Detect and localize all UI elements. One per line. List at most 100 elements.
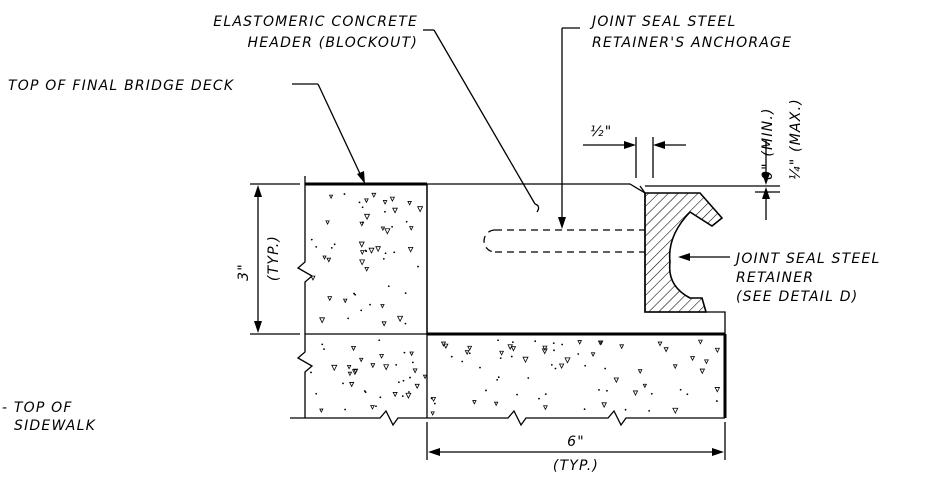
aggregate-dot [496, 378, 499, 381]
aggregate-mark [379, 354, 385, 359]
aggregate-mark [380, 304, 385, 309]
aggregate-mark [601, 402, 607, 408]
aggregate-dot [405, 220, 408, 223]
aggregate-mark [440, 341, 447, 347]
aggregate-dot [310, 238, 313, 241]
aggregate-dot [330, 246, 333, 249]
label-min: 0" (MIN.) [760, 107, 776, 180]
aggregate-dot [430, 397, 433, 400]
aggregate-dot [433, 402, 436, 405]
aggregate-mark [368, 247, 375, 254]
aggregate-dot [379, 396, 382, 399]
aggregate-mark [371, 192, 377, 198]
leader-elastomeric [423, 29, 540, 213]
aggregate-marks-lower [310, 339, 721, 416]
aggregate-dot [516, 393, 518, 396]
aggregate-dot [395, 363, 398, 366]
label-max: ¼" (MAX.) [788, 98, 804, 180]
aggregate-dot [561, 343, 564, 346]
aggregate-dot [534, 340, 537, 343]
aggregate-mark [382, 200, 388, 205]
aggregate-dot [397, 381, 400, 384]
aggregate-mark [363, 213, 371, 221]
aggregate-mark [542, 345, 548, 351]
aggregate-dot [552, 342, 555, 345]
aggregate-mark [703, 359, 709, 365]
aggregate-mark [417, 206, 424, 213]
aggregate-dot [583, 408, 586, 411]
aggregate-dot [409, 376, 411, 379]
aggregate-mark [349, 382, 355, 388]
aggregate-dot [461, 360, 464, 363]
aggregate-dot [315, 245, 318, 248]
aggregate-dot [401, 395, 404, 398]
aggregate-dot [648, 409, 651, 412]
aggregate-mark [657, 341, 663, 347]
aggregate-dot [417, 265, 419, 268]
aggregate-dot [598, 389, 600, 391]
label-6-inch: 6" [567, 434, 585, 450]
aggregate-mark [632, 390, 639, 397]
aggregate-mark [405, 392, 412, 399]
aggregate-dot [354, 293, 357, 296]
label-typ-left: (TYP.) [266, 235, 282, 281]
aggregate-mark [327, 296, 333, 302]
aggregate-dot [378, 339, 381, 342]
aggregate-dot [650, 392, 653, 395]
aggregate-dot [527, 377, 530, 379]
aggregate-dot [369, 303, 371, 306]
aggregate-dot [499, 357, 502, 359]
label-typ-bottom: (TYP.) [553, 458, 599, 474]
aggregate-mark [697, 339, 703, 345]
aggregate-mark [672, 407, 679, 415]
joint-seal-steel-retainer [639, 185, 724, 313]
aggregate-dot [538, 397, 540, 400]
aggregate-dot [554, 367, 557, 370]
aggregate-dot [384, 252, 387, 255]
aggregate-mark [414, 383, 420, 390]
aggregate-dot [479, 366, 481, 369]
aggregate-mark [370, 405, 375, 410]
aggregate-dot [404, 292, 407, 295]
aggregate-mark [380, 226, 386, 232]
aggregate-mark [422, 374, 428, 380]
aggregate-dot [342, 382, 344, 385]
aggregate-mark [522, 356, 529, 364]
aggregate-mark [319, 408, 324, 414]
aggregate-mark [364, 266, 370, 272]
aggregate-mark [499, 350, 505, 356]
label-3-inch: 3" [236, 263, 252, 281]
aggregate-mark [342, 298, 348, 304]
aggregate-mark [319, 317, 326, 324]
aggregate-mark [359, 259, 366, 266]
label-retainer-2: RETAINER [736, 270, 814, 286]
aggregate-dot [365, 250, 368, 253]
aggregate-mark [542, 405, 548, 411]
aggregate-mark [351, 369, 358, 376]
aggregate-mark [431, 396, 437, 403]
aggregate-dot [361, 206, 364, 209]
label-elastomeric-2: HEADER (BLOCKOUT) [248, 35, 418, 51]
label-retainer-1: JOINT SEAL STEEL [733, 251, 880, 267]
label-sidewalk-1: - TOP OF [2, 400, 73, 416]
aggregate-mark [541, 348, 548, 355]
label-elastomeric-1: ELASTOMERIC CONCRETE [213, 14, 418, 30]
aggregate-dot [686, 393, 689, 396]
aggregate-dot [323, 348, 325, 351]
aggregate-dot [360, 309, 363, 312]
aggregate-mark [328, 194, 334, 200]
aggregate-mark [375, 246, 382, 253]
aggregate-mark [407, 246, 414, 253]
aggregate-dot [584, 364, 587, 367]
aggregate-mark [690, 356, 696, 362]
aggregate-dot [402, 379, 405, 382]
aggregate-mark [637, 369, 643, 374]
aggregate-dot [382, 257, 385, 260]
aggregate-mark [322, 255, 327, 260]
aggregate-dot [511, 341, 514, 344]
aggregate-dot [468, 352, 471, 355]
aggregate-mark [510, 346, 517, 352]
aggregate-mark [412, 368, 418, 374]
label-anchorage-2: RETAINER'S ANCHORAGE [592, 35, 792, 51]
aggregate-mark [407, 201, 412, 206]
